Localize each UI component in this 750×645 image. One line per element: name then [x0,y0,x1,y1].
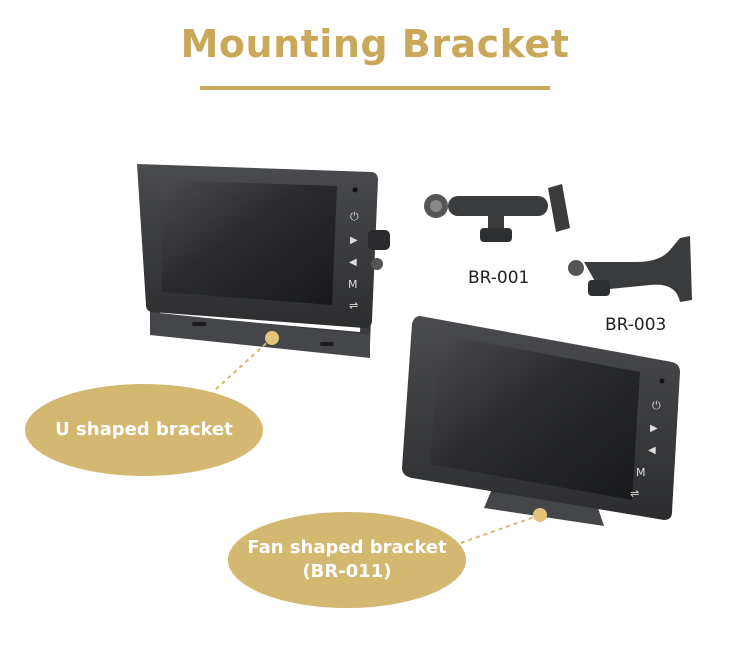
u-bracket-callout: U shaped bracket [25,384,263,476]
monitor-u-bracket: ⏻ ▶ ◀ M ⇌ [137,164,390,358]
svg-text:⏻: ⏻ [652,399,661,412]
br-001-label: BR-001 [468,268,530,288]
fan-bracket-leader [454,514,541,546]
svg-text:▶: ▶ [350,235,358,246]
bracket-br-003 [568,236,692,302]
fan-bracket-text: Fan shaped bracket [247,536,447,558]
svg-text:◀: ◀ [349,257,357,268]
u-bracket-leader [214,337,273,391]
svg-text:◀: ◀ [648,445,656,456]
svg-text:⏻: ⏻ [350,210,359,223]
title-underline [200,86,550,90]
svg-text:⇌: ⇌ [349,299,358,312]
fan-bracket-marker [533,508,547,522]
br-003-label: BR-003 [605,315,667,335]
bracket-br-001 [424,184,570,242]
svg-text:▶: ▶ [650,423,658,434]
u-bracket-text: U shaped bracket [55,418,233,440]
fan-bracket-callout: Fan shaped bracket (BR-011) [228,512,466,608]
page-title: Mounting Bracket [180,22,570,66]
monitor-fan-bracket: ⏻ ▶ ◀ M ⇌ [402,316,680,526]
u-bracket-marker [265,331,279,345]
svg-text:M: M [636,466,646,479]
svg-text:⇌: ⇌ [630,487,639,500]
fan-bracket-code: (BR-011) [302,561,392,582]
svg-text:M: M [348,278,358,291]
